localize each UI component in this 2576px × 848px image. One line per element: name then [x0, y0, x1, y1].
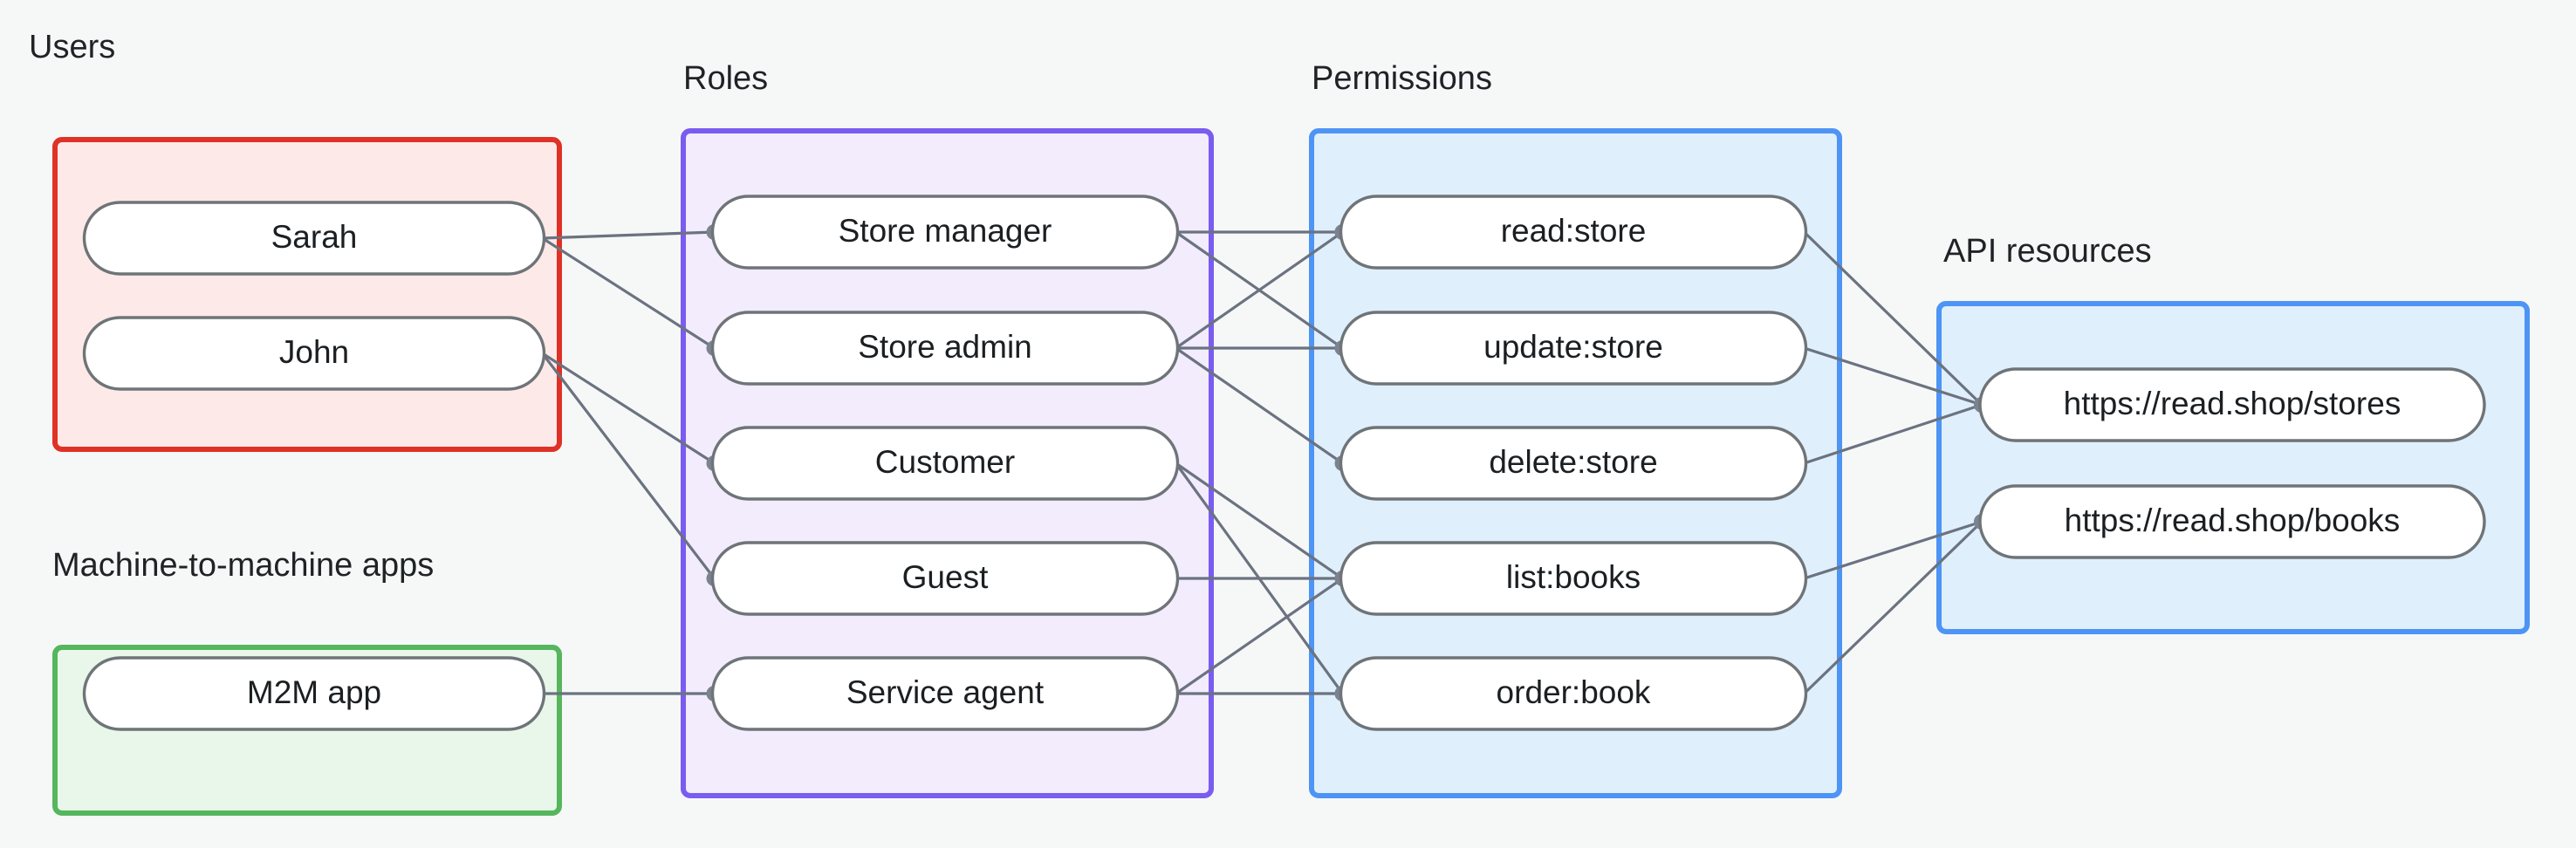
- group-box-api_resources: [1936, 301, 2530, 634]
- group-box-users: [52, 137, 562, 452]
- edge-sarah-to-store_admin: [541, 236, 716, 350]
- node-customer[interactable]: Customer: [710, 426, 1180, 501]
- edge-sarah-to-store_manager: [542, 230, 715, 240]
- node-label-res_stores: https://read.shop/stores: [2064, 386, 2401, 421]
- edge-read_store-to-res_stores: [1803, 230, 1983, 407]
- node-read_store[interactable]: read:store: [1339, 195, 1808, 270]
- node-label-customer: Customer: [875, 444, 1015, 480]
- node-label-list_books: list:books: [1506, 559, 1641, 595]
- node-shape-res_stores: [1978, 367, 2486, 442]
- group-label-m2m: Machine-to-machine apps: [52, 547, 434, 584]
- node-shape-john: [82, 316, 546, 391]
- group-label-roles: Roles: [683, 60, 768, 97]
- node-shape-list_books: [1339, 541, 1808, 616]
- edge-customer-to-list_books: [1175, 462, 1344, 580]
- node-label-res_books: https://read.shop/books: [2065, 503, 2401, 538]
- node-john[interactable]: John: [82, 316, 546, 391]
- node-service_agent[interactable]: Service agent: [710, 656, 1180, 731]
- group-label-api_resources: API resources: [1943, 233, 2152, 270]
- edge-update_store-to-res_stores: [1804, 346, 1983, 407]
- node-shape-read_store: [1339, 195, 1808, 270]
- node-shape-guest: [710, 541, 1180, 616]
- node-shape-sarah: [82, 201, 546, 276]
- edge-order_book-to-res_books: [1803, 520, 1983, 695]
- node-res_stores[interactable]: https://read.shop/stores: [1978, 367, 2486, 442]
- node-store_manager[interactable]: Store manager: [710, 195, 1180, 270]
- edge-store_admin-to-read_store: [1175, 230, 1344, 350]
- edge-store_admin-to-delete_store: [1175, 346, 1344, 465]
- node-label-guest: Guest: [902, 559, 989, 595]
- node-order_book[interactable]: order:book: [1339, 656, 1808, 731]
- corner-artifact: [2567, 839, 2576, 848]
- node-res_books[interactable]: https://read.shop/books: [1978, 484, 2486, 559]
- node-label-sarah: Sarah: [271, 219, 358, 255]
- node-label-store_admin: Store admin: [858, 329, 1032, 365]
- group-label-permissions: Permissions: [1312, 60, 1492, 97]
- node-shape-store_manager: [710, 195, 1180, 270]
- node-label-store_manager: Store manager: [839, 213, 1052, 249]
- node-delete_store[interactable]: delete:store: [1339, 426, 1808, 501]
- edge-john-to-guest: [541, 352, 716, 579]
- node-guest[interactable]: Guest: [710, 541, 1180, 616]
- node-label-john: John: [279, 334, 349, 370]
- node-label-update_store: update:store: [1483, 329, 1663, 365]
- node-shape-service_agent: [710, 656, 1180, 731]
- node-m2m_app[interactable]: M2M app: [82, 656, 546, 731]
- node-shape-store_admin: [710, 311, 1180, 386]
- node-shape-update_store: [1339, 311, 1808, 386]
- node-label-order_book: order:book: [1497, 674, 1651, 710]
- node-shape-m2m_app: [82, 656, 546, 731]
- group-label-users: Users: [29, 29, 115, 65]
- node-label-m2m_app: M2M app: [247, 674, 381, 710]
- edge-service_agent-to-list_books: [1175, 577, 1344, 695]
- edge-lines: [541, 230, 1983, 695]
- node-store_admin[interactable]: Store admin: [710, 311, 1180, 386]
- edge-john-to-customer: [541, 352, 716, 465]
- node-label-delete_store: delete:store: [1489, 444, 1657, 480]
- node-label-service_agent: Service agent: [846, 674, 1045, 710]
- node-shape-customer: [710, 426, 1180, 501]
- node-shape-order_book: [1339, 656, 1808, 731]
- edge-list_books-to-res_books: [1804, 520, 1983, 580]
- node-list_books[interactable]: list:books: [1339, 541, 1808, 616]
- node-sarah[interactable]: Sarah: [82, 201, 546, 276]
- node-shape-res_books: [1978, 484, 2486, 559]
- edge-delete_store-to-res_stores: [1803, 403, 1983, 465]
- node-update_store[interactable]: update:store: [1339, 311, 1808, 386]
- node-label-read_store: read:store: [1501, 213, 1647, 249]
- node-shape-delete_store: [1339, 426, 1808, 501]
